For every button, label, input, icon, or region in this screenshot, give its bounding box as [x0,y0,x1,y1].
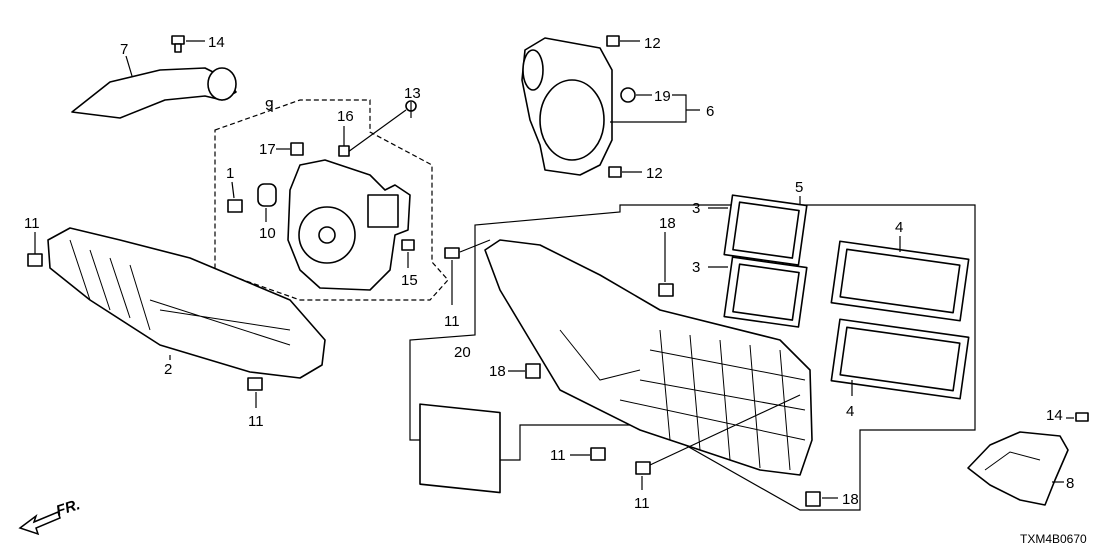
part-14-clip [1075,412,1089,422]
callout-2: 2 [164,361,172,378]
part-5-case [484,239,813,476]
part-16-screw [338,145,350,157]
part-18-nut [805,491,821,507]
part-11-bolt [444,247,460,259]
callout-8: 8 [1066,475,1074,492]
part-12-screw [608,166,622,178]
callout-13: 13 [404,85,421,102]
front-indicator: FR. [54,496,82,520]
callout-1: 1 [226,165,234,182]
part-11-bolt [590,447,606,461]
part-4-filters [830,240,970,400]
part-8-duct [967,431,1069,506]
callout-15: 15 [401,272,418,289]
callout-12: 12 [644,35,661,52]
part-20-label [419,403,501,494]
part-18-nut [658,283,674,297]
part-11-bolt [635,461,651,475]
part-11-bolt [27,253,43,267]
callout-19: 19 [654,88,671,105]
part-11-bolt [247,377,263,391]
callout-11: 11 [550,447,566,464]
callout-7: 7 [120,41,128,58]
part-15-nut [401,239,415,251]
part-17-nut [290,142,304,156]
callout-14: 14 [208,34,225,51]
part-19-nut [620,87,636,103]
callout-11: 11 [24,215,40,232]
part-1-bolt [227,199,243,213]
callout-18: 18 [659,215,676,232]
callout-11: 11 [634,495,650,512]
callout-4: 4 [895,219,903,236]
part-10-grommet [257,183,277,207]
callout-17: 17 [259,141,276,158]
callout-18: 18 [489,363,506,380]
callout-4: 4 [846,403,854,420]
callout-9: 9 [265,97,273,114]
part-14-clip [171,35,185,53]
callout-12: 12 [646,165,663,182]
part-7-duct [71,67,237,119]
callout-6: 6 [706,103,714,120]
front-arrow-icon [18,510,61,536]
callout-11: 11 [248,413,264,430]
callout-5: 5 [795,179,803,196]
part-3-seals [723,194,808,328]
diagram-code: TXM4B0670 [1020,532,1087,546]
callout-20: 20 [454,344,471,361]
callout-11: 11 [444,313,460,330]
part-18-nut [525,363,541,379]
part-9-blower-motor [287,159,411,291]
callout-3: 3 [692,259,700,276]
part-2-duct [47,227,326,379]
part-12-screw [606,35,620,47]
callout-3: 3 [692,200,700,217]
callout-10: 10 [259,225,276,242]
callout-14: 14 [1046,407,1063,424]
callout-18: 18 [842,491,859,508]
part-6-duct [521,37,613,176]
callout-16: 16 [337,108,354,125]
